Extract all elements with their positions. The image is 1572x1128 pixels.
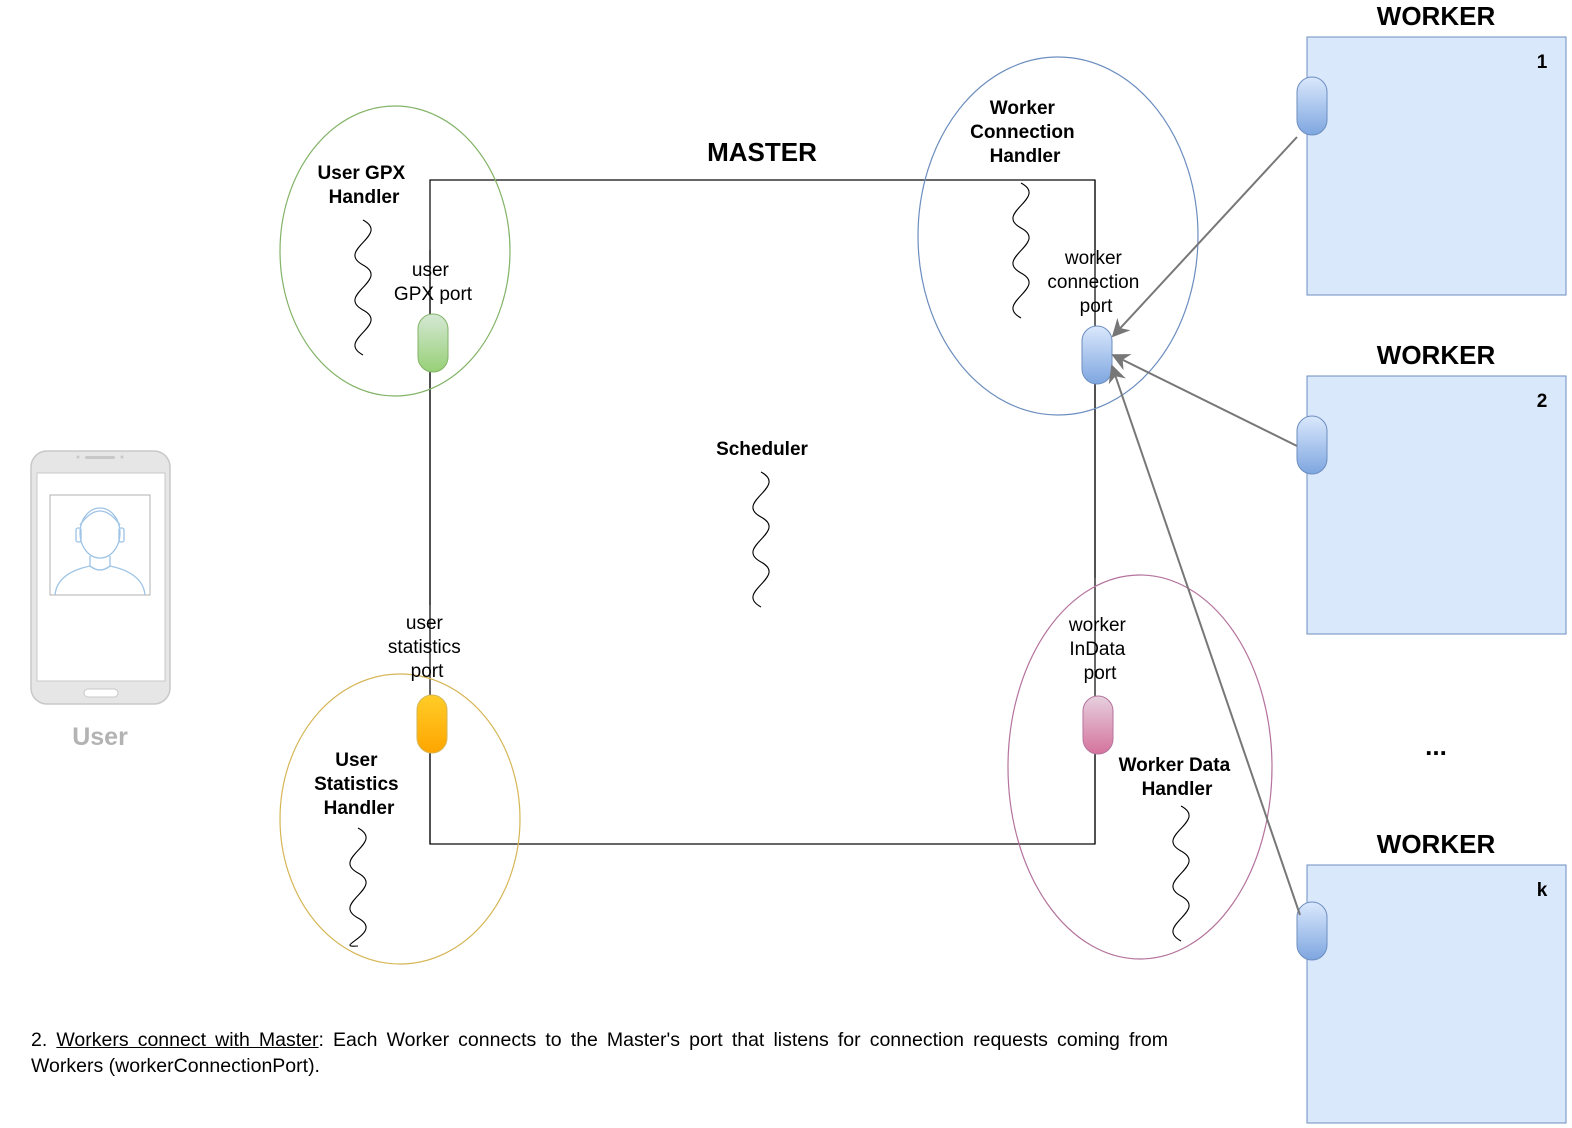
arrow-worker-1-to-connection-port xyxy=(1111,136,1298,338)
scheduler-thread-icon xyxy=(752,471,770,608)
worker-2: WORKER 2 xyxy=(1296,340,1567,635)
user-statistics-handler-circle xyxy=(279,673,521,965)
worker-1-title: WORKER xyxy=(1377,1,1496,31)
worker-data-port-label: worker InData port xyxy=(1068,615,1131,684)
worker-k-title: WORKER xyxy=(1377,829,1496,859)
worker-connection-handler-circle xyxy=(917,56,1199,416)
worker-2-index: 2 xyxy=(1537,391,1548,412)
user-gpx-handler-circle xyxy=(279,105,511,397)
worker-connection-thread-icon xyxy=(1012,182,1030,319)
user-statistics-port[interactable] xyxy=(416,694,448,754)
worker-k-index: k xyxy=(1537,880,1548,901)
worker-connection-port-label: worker connection port xyxy=(1047,248,1144,317)
user-phone xyxy=(30,450,171,705)
worker-1-index: 1 xyxy=(1537,52,1548,73)
worker-2-port[interactable] xyxy=(1296,415,1328,475)
arrow-worker-k-to-connection-port xyxy=(1108,364,1301,916)
worker-data-handler-label: Worker Data Handler xyxy=(1119,755,1236,800)
worker-1-box[interactable] xyxy=(1306,36,1567,296)
scheduler-label: Scheduler xyxy=(716,439,808,460)
user-statistics-port-label: user statistics port xyxy=(388,613,466,682)
user-gpx-thread-icon xyxy=(354,219,372,356)
phone-home-button xyxy=(83,688,119,698)
worker-k-port[interactable] xyxy=(1296,901,1328,961)
avatar-icon xyxy=(54,507,146,596)
worker-k-box[interactable] xyxy=(1306,864,1567,1124)
workers-ellipsis: ... xyxy=(1425,731,1447,761)
user-statistics-thread-icon xyxy=(349,827,367,947)
arrow-worker-2-to-connection-port xyxy=(1111,354,1298,447)
worker-data-handler-circle xyxy=(1007,574,1273,960)
master-boundary xyxy=(429,179,1096,845)
worker-data-thread-icon xyxy=(1172,805,1190,942)
worker-2-box[interactable] xyxy=(1306,375,1567,635)
worker-connection-handler-label: Worker Connection Handler xyxy=(970,98,1080,167)
user-gpx-handler-label: User GPX Handler xyxy=(318,163,411,208)
caption-text: 2. Workers connect with Master: Each Wor… xyxy=(31,1029,1168,1077)
phone-camera xyxy=(76,455,80,459)
user-statistics-handler-label: User Statistics Handler xyxy=(314,750,404,819)
master-title: MASTER xyxy=(707,137,817,167)
worker-1-port[interactable] xyxy=(1296,76,1328,136)
worker-1: WORKER 1 xyxy=(1296,1,1567,296)
user-gpx-port[interactable] xyxy=(417,313,449,373)
worker-k: WORKER k xyxy=(1296,829,1567,1124)
worker-connection-port[interactable] xyxy=(1081,325,1113,385)
user-label: User xyxy=(72,723,128,751)
caption-heading: Workers connect with Master xyxy=(56,1029,319,1051)
phone-sensor xyxy=(120,455,124,459)
avatar-frame xyxy=(49,494,151,596)
user-gpx-port-label: user GPX port xyxy=(394,260,473,305)
worker-data-port[interactable] xyxy=(1082,695,1114,755)
worker-2-title: WORKER xyxy=(1377,340,1496,370)
phone-speaker xyxy=(85,456,115,459)
